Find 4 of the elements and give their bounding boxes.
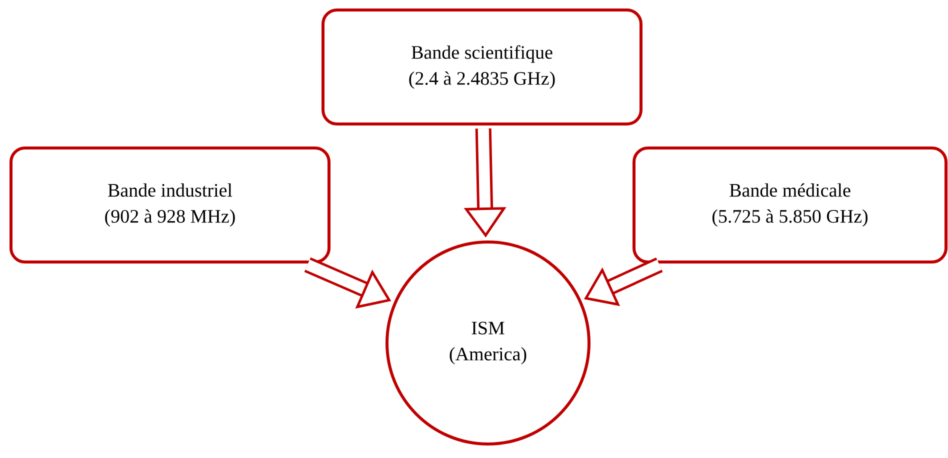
rounded-box: Bande industriel (902 à 928 MHz) (10, 146, 330, 264)
rounded-box: Bande scientifique (2.4 à 2.4835 GHz) (322, 8, 642, 126)
rounded-box: Bande médicale (5.725 à 5.850 GHz) (632, 146, 948, 264)
circle-node: ISM (America) (386, 240, 590, 446)
